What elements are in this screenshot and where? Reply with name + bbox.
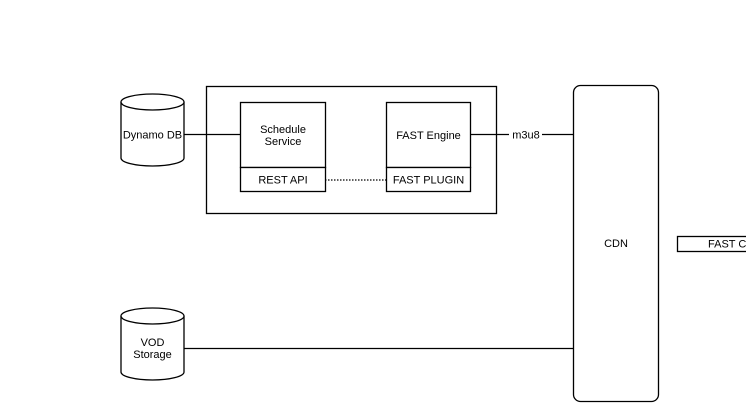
node-vod-storage[interactable]: VOD Storage [120,307,185,381]
cylinder-top [120,307,185,325]
node-label: FAST PLUGIN [393,175,464,187]
fast-client-box [676,235,746,253]
node-label: CDN [604,238,628,250]
node-cdn[interactable]: CDN [572,84,660,403]
node-fast-engine[interactable]: FAST Engine [385,101,472,169]
cylinder-top [120,93,185,111]
node-label: Dynamo DB [123,130,182,142]
node-schedule-service[interactable]: Schedule Service [239,101,327,169]
node-dynamo-db[interactable]: Dynamo DB [120,93,185,167]
node-label: REST API [258,175,307,187]
node-label-line1: VOD [141,337,165,349]
cylinder-body [120,102,185,167]
cdn-box [572,84,660,403]
node-rest-api[interactable]: REST API [239,166,327,193]
node-fast-plugin[interactable]: FAST PLUGIN [385,166,472,193]
rest-api-box [239,166,327,193]
fast-plugin-box [385,166,472,193]
node-fast-client[interactable]: FAST Cl [676,235,746,253]
schedule-service-box [239,101,327,169]
node-label-line1: Schedule [260,124,306,136]
node-label: FAST Cl [708,239,746,251]
fast-engine-box [385,101,472,169]
node-label: FAST Engine [396,130,461,142]
cylinder-body [120,316,185,381]
edge-label-m3u8: m3u8 [512,130,540,142]
node-label-line2: Storage [133,349,172,361]
node-label-line2: Service [265,136,302,148]
